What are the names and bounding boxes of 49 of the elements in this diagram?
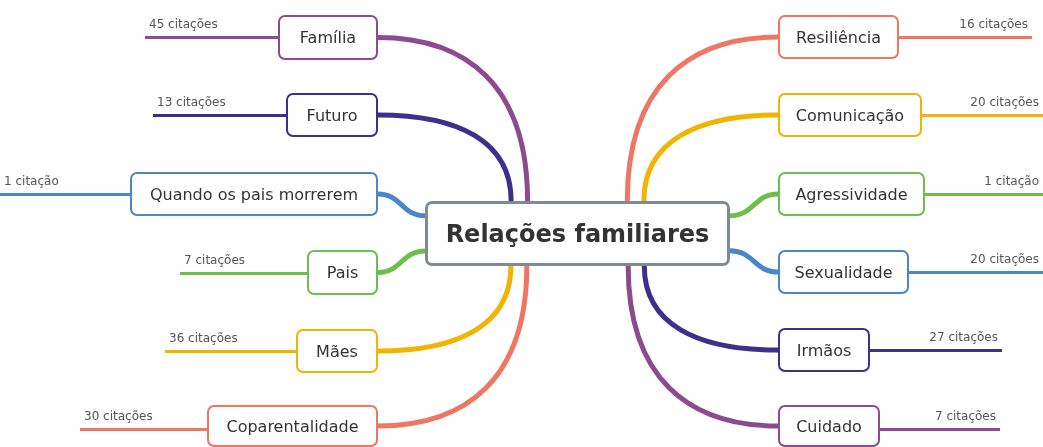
citation-count: 36 citações: [165, 331, 247, 353]
citation-count: 1 citação: [0, 174, 80, 196]
topic-box: Quando os pais morrerem: [130, 172, 378, 216]
branch-line: [870, 349, 917, 352]
branch-line: [377, 35, 531, 202]
topic-box: Resiliência: [778, 15, 899, 59]
topic-box: Mães: [296, 329, 378, 373]
branch-line: [235, 114, 286, 117]
topic-box: Agressividade: [778, 172, 925, 216]
citation-count: 45 citações: [145, 17, 230, 39]
topic-box: Família: [278, 15, 378, 60]
branch-line: [880, 428, 920, 431]
branch-line: [922, 114, 958, 117]
branch-line: [625, 265, 779, 429]
topic-box: Irmãos: [778, 328, 870, 372]
branch-line: [162, 428, 207, 431]
branch-line: [899, 36, 947, 39]
citation-count: 20 citações: [958, 95, 1043, 117]
branch-line: [377, 265, 514, 354]
citation-count: 13 citações: [153, 95, 235, 117]
citation-count: 7 citações: [920, 409, 1000, 431]
topic-box: Comunicação: [778, 93, 922, 137]
topic-box: Futuro: [286, 93, 378, 137]
branch-line: [624, 34, 779, 202]
branch-line: [80, 193, 130, 196]
branch-line: [641, 112, 779, 202]
branch-line: [377, 265, 530, 429]
citation-count: 1 citação: [963, 174, 1043, 196]
branch-line: [256, 272, 307, 275]
topic-box: Sexualidade: [778, 250, 909, 294]
citation-count: 7 citações: [180, 253, 256, 275]
topic-box: Pais: [307, 250, 378, 295]
citation-count: 20 citações: [958, 252, 1043, 274]
central-topic-box: Relações familiares: [425, 201, 730, 266]
citation-count: 16 citações: [947, 17, 1032, 39]
branch-line: [641, 265, 779, 353]
topic-box: Coparentalidade: [207, 405, 378, 447]
branch-line: [377, 191, 426, 219]
branch-line: [925, 193, 963, 196]
topic-box: Cuidado: [778, 405, 880, 447]
branch-line: [729, 248, 779, 275]
branch-line: [729, 191, 779, 219]
branch-line: [230, 36, 278, 39]
branch-line: [377, 248, 426, 275]
citation-count: 30 citações: [80, 409, 162, 431]
branch-line: [909, 271, 958, 274]
branch-line: [377, 112, 514, 202]
citation-count: 27 citações: [917, 330, 1002, 352]
branch-line: [247, 350, 296, 353]
